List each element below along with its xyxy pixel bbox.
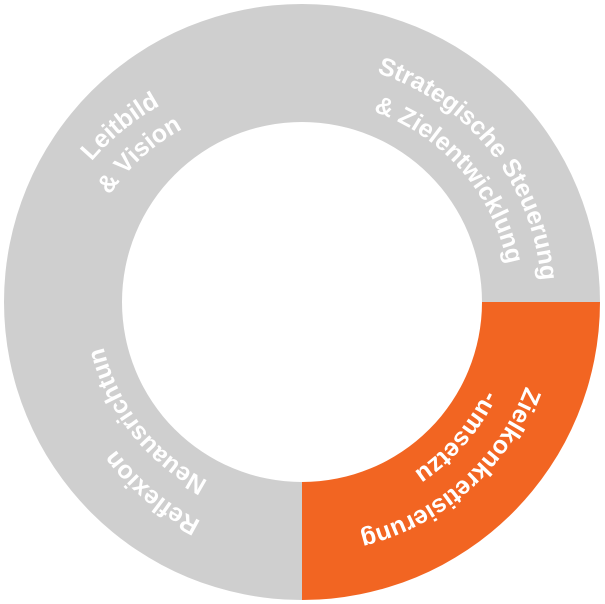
segment-leitbild-vision[interactable] (4, 4, 302, 302)
segment-zielkonkretisierung[interactable] (302, 302, 600, 600)
segment-strategische-steuerung[interactable] (302, 4, 600, 302)
segment-reflexion-neuausrichtung[interactable] (4, 302, 302, 600)
ring-segments (4, 4, 600, 600)
